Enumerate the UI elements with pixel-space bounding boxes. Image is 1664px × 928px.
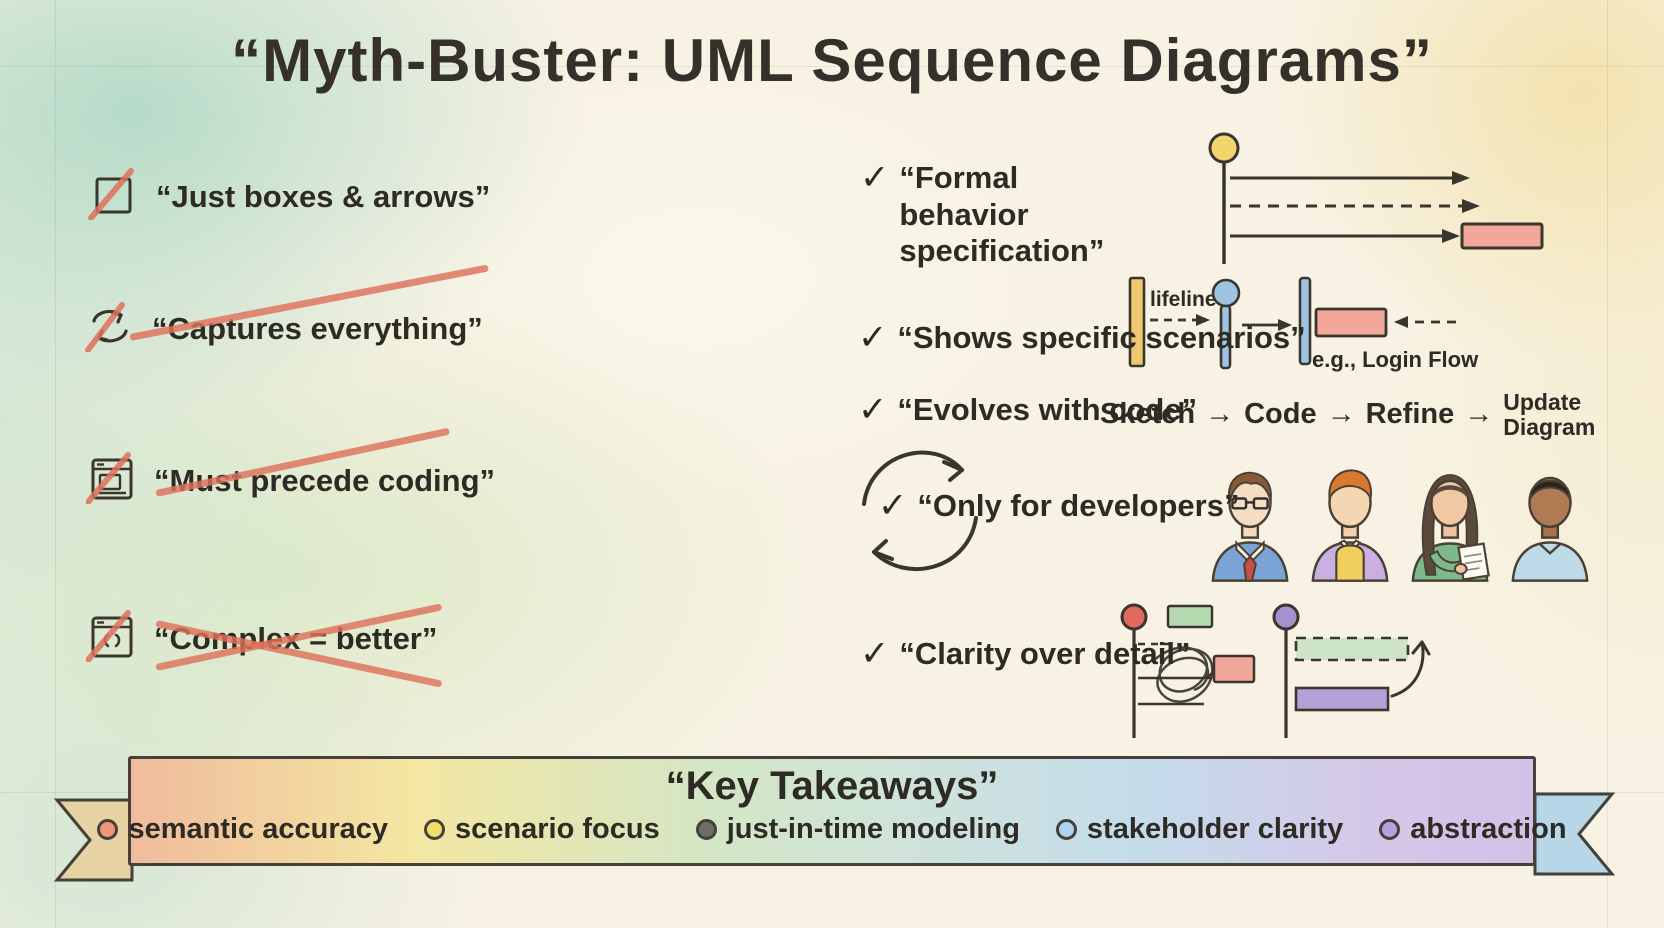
takeaway-item: abstraction [1379,813,1567,846]
myth-label: “Just boxes & arrows” [156,178,491,214]
person-notepad-icon [1406,458,1494,589]
checkmark-icon: ✓ [878,486,908,525]
truth-label: “Only for developers” [917,488,1240,523]
myth-label: “Captures everything” [152,310,483,346]
guide-line [55,0,56,928]
bullet-circle-icon [1055,819,1077,840]
messy-diagram-icon [1116,600,1258,747]
arrow-right-icon: → [1326,398,1356,431]
truth-label: “Clarity over detail” [899,636,1191,671]
flow-steps: Sketch → Code → Refine → Update Diagram [1100,390,1603,440]
cycle-icon [84,300,136,357]
takeaway-label: just-in-time modeling [726,813,1020,845]
box-icon [88,168,140,225]
checkmark-icon: ✓ [858,390,888,429]
arrow-right-icon: → [1464,398,1494,431]
cycle-arrows-icon [852,428,992,591]
takeaways-title: “Key Takeaways” [665,764,999,808]
truth-label: “Evolves with code” [897,392,1198,427]
takeaway-label: abstraction [1410,813,1567,845]
flow-step: Update Diagram [1503,389,1596,440]
myth-item: “Must precede coding” [85,427,495,509]
checkmark-icon: ✓ [860,634,890,673]
myth-item: “Just boxes & arrows” [88,168,490,225]
truth-label: “Shows specific scenarios” [897,320,1306,355]
guide-line [0,66,1664,67]
flow-step: Code [1244,398,1317,431]
arrow-right-icon: → [1205,398,1235,431]
takeaway-item: just-in-time modeling [695,813,1020,846]
bullet-circle-icon [1379,819,1401,840]
clean-diagram-icon [1272,600,1434,747]
bullet-circle-icon [424,819,446,840]
truth-item: ✓ “Evolves with code” [858,392,1197,429]
person-developer-icon [1206,458,1294,589]
truth-item: ✓ “Clarity over detail” [860,636,1190,673]
myth-item: “Captures everything” [84,264,489,357]
truth-item: ✓ “Shows specific scenarios” [858,320,1306,357]
takeaways-list: semantic accuracy scenario focus just-in… [97,813,1567,846]
takeaway-label: semantic accuracy [128,813,389,845]
flow-step: Refine [1365,398,1455,431]
truth-label: “Formal behavior specification” [899,160,1105,269]
takeaway-item: scenario focus [424,813,660,846]
flow-step: Sketch [1100,398,1196,431]
truth-item: ✓ “Formal behavior specification” [860,160,1139,270]
guide-line [1607,0,1608,928]
takeaway-item: semantic accuracy [97,813,388,846]
browser-window-icon [85,452,138,509]
checkmark-icon: ✓ [858,318,888,357]
lifeline-label: lifeline [1150,288,1217,311]
key-takeaways-banner: “Key Takeaways” semantic accuracy scenar… [97,756,1567,866]
lifeline-scenario-diagram: lifeline e.g., Login Flow [1126,264,1496,381]
takeaway-item: stakeholder clarity [1055,813,1344,846]
code-window-icon [85,610,138,667]
person-shirt-icon [1506,458,1594,589]
sequence-arrows-diagram [1202,126,1547,273]
checkmark-icon: ✓ [860,158,890,197]
takeaway-label: scenario focus [455,813,660,845]
truth-item: ✓ “Only for developers” [878,488,1239,525]
bullet-circle-icon [97,819,119,840]
myth-item: “Complex = better” [85,603,443,688]
bullet-circle-icon [695,819,717,840]
page-title: “Myth-Buster: UML Sequence Diagrams” [231,27,1433,94]
stakeholder-people [1206,458,1594,589]
takeaway-label: stakeholder clarity [1086,813,1344,845]
person-apron-icon [1306,458,1394,589]
login-flow-label: e.g., Login Flow [1312,347,1479,372]
